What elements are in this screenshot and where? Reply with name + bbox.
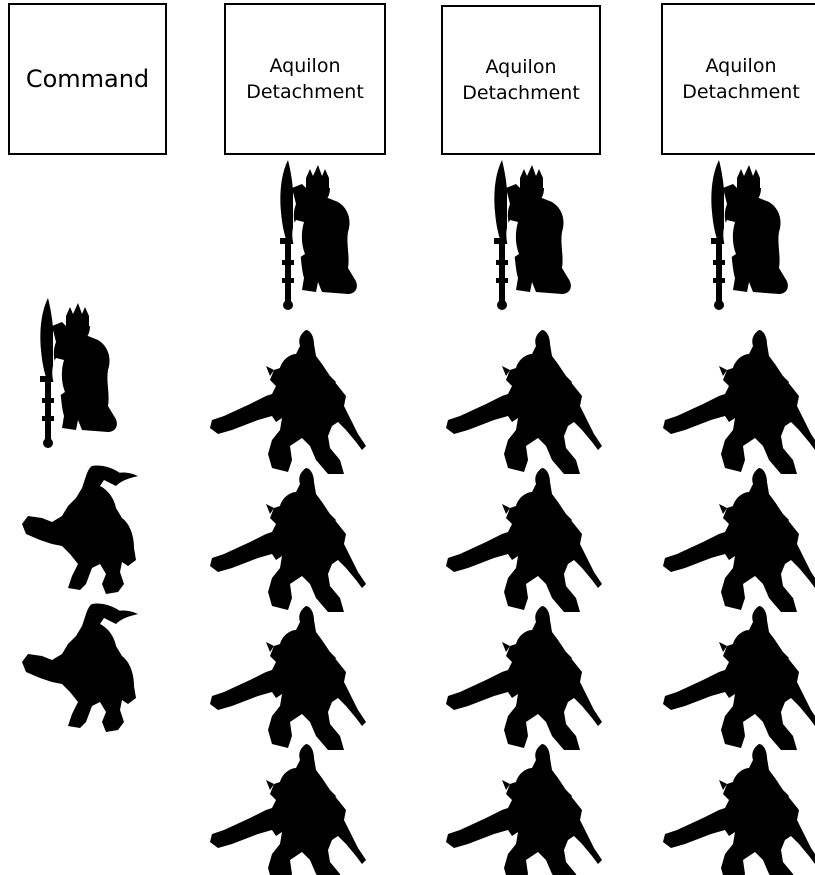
unit-captain-col3-row1 xyxy=(494,160,571,310)
unit-gunner-col4-row5 xyxy=(663,744,815,875)
aquilon-detachment-header-box-3: Aquilon Detachment xyxy=(661,3,815,155)
command-header-label: Command xyxy=(25,65,150,93)
unit-gunner-col2-row5 xyxy=(210,744,366,875)
unit-gunner-col3-row3 xyxy=(446,468,602,612)
unit-gunner-col4-row4 xyxy=(663,606,815,750)
command-header-box: Command xyxy=(8,3,167,155)
unit-lieutenant-col1-row3 xyxy=(22,603,138,732)
unit-gunner-col3-row5 xyxy=(446,744,602,875)
aquilon-detachment-header-box-1: Aquilon Detachment xyxy=(224,3,386,155)
aquilon-detachment-header-label-2: Aquilon Detachment xyxy=(462,56,580,104)
unit-captain-col1-row1 xyxy=(40,298,117,448)
unit-lieutenant-col1-row2 xyxy=(22,465,138,594)
aquilon-detachment-header-label-3: Aquilon Detachment xyxy=(682,55,800,103)
unit-gunner-col3-row4 xyxy=(446,606,602,750)
unit-captain-col4-row1 xyxy=(711,160,788,310)
unit-captain-col2-row1 xyxy=(280,160,357,310)
unit-gunner-col4-row3 xyxy=(663,468,815,612)
unit-gunner-col2-row2 xyxy=(210,330,366,474)
unit-gunner-col3-row2 xyxy=(446,330,602,474)
aquilon-detachment-header-label-1: Aquilon Detachment xyxy=(246,55,364,103)
unit-gunner-col2-row3 xyxy=(210,468,366,612)
unit-gunner-col2-row4 xyxy=(210,606,366,750)
aquilon-detachment-header-box-2: Aquilon Detachment xyxy=(441,5,601,155)
unit-gunner-col4-row2 xyxy=(663,330,815,474)
